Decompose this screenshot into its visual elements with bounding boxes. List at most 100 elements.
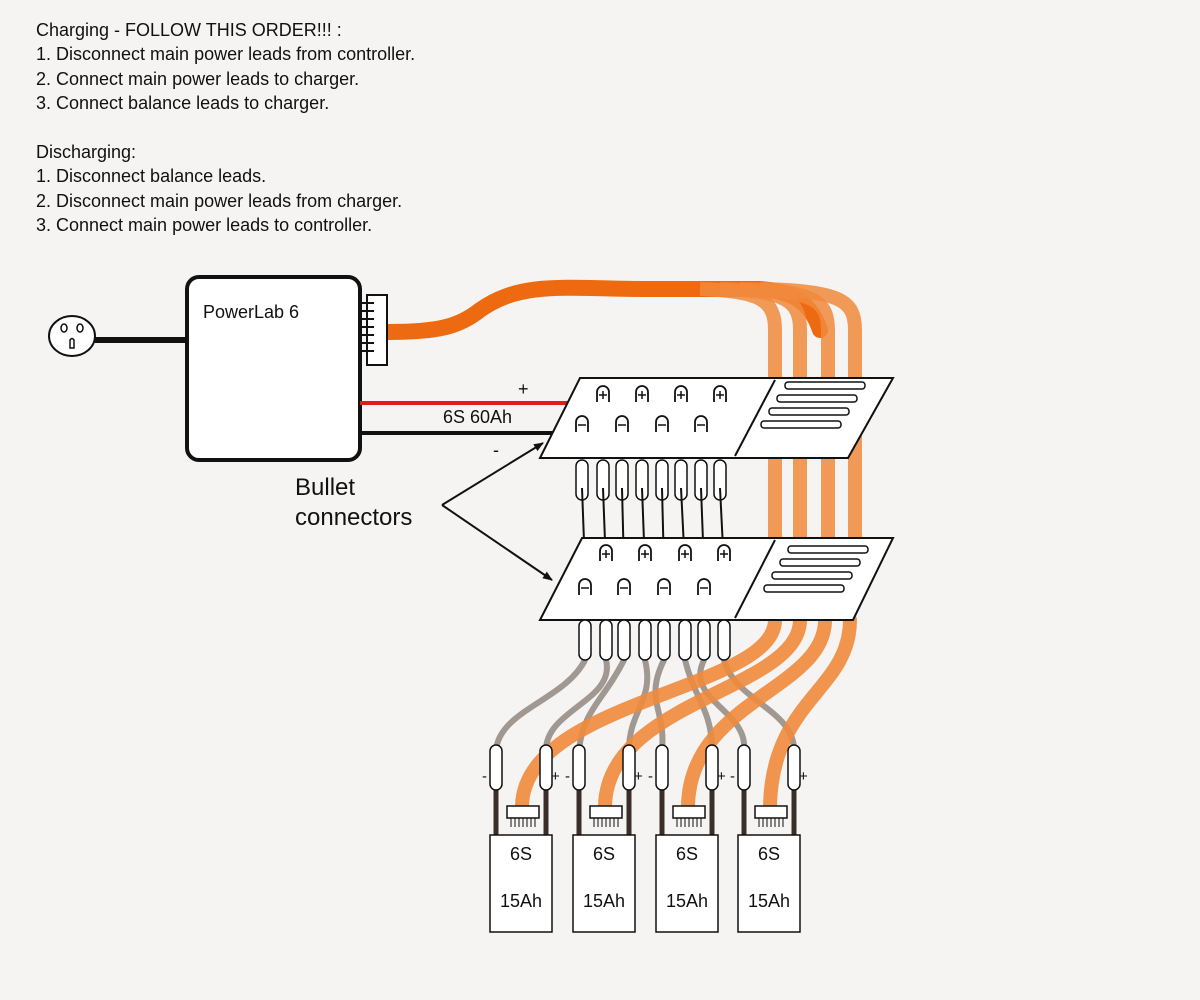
lower-board-pins xyxy=(578,619,731,661)
bullet-shell xyxy=(575,415,589,432)
upper-board-divider xyxy=(734,379,776,457)
discharging-step-1: 1. Disconnect balance leads. xyxy=(36,166,267,187)
bullet-shell xyxy=(657,578,671,595)
battery-body xyxy=(655,834,719,933)
callout-line-2: connectors xyxy=(295,504,412,531)
battery-body xyxy=(737,834,801,933)
bullet-connector xyxy=(697,578,711,595)
bullet-connector xyxy=(657,578,671,595)
charger-balance-port xyxy=(362,294,388,366)
battery-capacity-label: 15Ah xyxy=(583,891,625,911)
bullet-connector xyxy=(578,578,592,595)
bullet-connector xyxy=(575,415,589,432)
battery-cells-label: 6S xyxy=(510,844,532,864)
balance-lead xyxy=(759,282,862,542)
pack-minus-label: - xyxy=(493,440,499,460)
bullet-pin xyxy=(638,619,652,661)
balance-slot xyxy=(776,394,858,403)
charging-title: Charging - FOLLOW THIS ORDER!!! : xyxy=(36,20,342,40)
battery-bullet-negative xyxy=(489,744,503,791)
balance-slot xyxy=(768,407,850,416)
pack-label: 6S 60Ah xyxy=(443,407,512,427)
discharging-title: Discharging: xyxy=(36,141,137,162)
battery-body xyxy=(572,834,636,933)
callout-arrow-upper xyxy=(441,442,544,506)
charging-step-1: 1. Disconnect main power leads from cont… xyxy=(36,44,416,65)
bullet-pin xyxy=(599,619,613,661)
battery-balance-plug xyxy=(754,805,788,819)
battery-pack: 6S 15Ah - + xyxy=(730,744,808,933)
battery-cells-label: 6S xyxy=(593,844,615,864)
battery-bullet-negative xyxy=(655,744,669,791)
bullet-connector xyxy=(617,578,631,595)
battery-balance-lead xyxy=(763,613,857,813)
callout-arrow-lower xyxy=(441,504,553,581)
battery-cells-label: 6S xyxy=(758,844,780,864)
upper-balance-slots xyxy=(760,381,866,429)
charger-box xyxy=(185,275,362,462)
battery-capacity-label: 15Ah xyxy=(666,891,708,911)
bullet-connector xyxy=(678,544,692,561)
charging-step-3: 3. Connect balance leads to charger. xyxy=(36,93,330,114)
charging-step-2: 2. Connect main power leads to charger. xyxy=(36,68,360,89)
instructions-text: Charging - FOLLOW THIS ORDER!!! : 1. Dis… xyxy=(36,18,415,238)
battery-bullet-negative xyxy=(572,744,586,791)
balance-slot xyxy=(760,420,842,429)
balance-slot xyxy=(779,558,861,567)
bullet-connector xyxy=(717,544,731,561)
lower-bullet-connectors xyxy=(578,544,731,595)
bullet-shell xyxy=(655,415,669,432)
battery-balance-plug xyxy=(506,805,540,819)
battery-negative-lead xyxy=(493,657,588,753)
battery-balance-leads xyxy=(515,613,857,813)
charger-label: PowerLab 6 xyxy=(203,302,299,322)
battery-balance-plug xyxy=(672,805,706,819)
battery-cells-label: 6S xyxy=(676,844,698,864)
battery-balance-plug xyxy=(589,805,623,819)
battery-bullet-positive xyxy=(705,744,719,791)
battery-balance-lead xyxy=(515,613,782,813)
bullet-connector xyxy=(635,385,649,402)
lower-board-divider xyxy=(734,539,776,619)
bullet-connector xyxy=(694,415,708,432)
battery-bullet-negative xyxy=(737,744,751,791)
bullet-pin xyxy=(717,619,731,661)
battery-capacity-label: 15Ah xyxy=(500,891,542,911)
balance-lead xyxy=(699,282,782,548)
battery-plus-label: + xyxy=(799,768,808,785)
bullet-shell xyxy=(617,578,631,595)
battery-plus-label: + xyxy=(551,768,560,785)
bullet-shell xyxy=(578,578,592,595)
bullet-connector xyxy=(615,415,629,432)
battery-minus-label: - xyxy=(730,768,735,785)
callout-line-1: Bullet xyxy=(295,474,355,501)
pack-plus-label: + xyxy=(518,379,529,399)
bullet-pin xyxy=(678,619,692,661)
upper-board-pins xyxy=(575,459,727,501)
battery-capacity-label: 15Ah xyxy=(748,891,790,911)
bullet-connector xyxy=(638,544,652,561)
bullet-shell xyxy=(615,415,629,432)
bullet-pin xyxy=(657,619,671,661)
battery-balance-lead xyxy=(598,613,807,813)
battery-minus-label: - xyxy=(565,768,570,785)
battery-balance-lead xyxy=(681,613,832,813)
balance-slot xyxy=(787,545,869,554)
bullet-shell xyxy=(694,415,708,432)
lower-balance-slots xyxy=(763,545,869,593)
balance-leads-charger xyxy=(380,279,862,548)
battery-bullet-positive xyxy=(787,744,801,791)
bullet-connector xyxy=(713,385,727,402)
bullet-pin xyxy=(697,619,711,661)
battery-positive-lead xyxy=(543,657,610,753)
wall-plug-icon xyxy=(48,315,96,357)
battery-bullet-positive xyxy=(539,744,553,791)
battery-minus-label: - xyxy=(648,768,653,785)
bullet-pin xyxy=(617,619,631,661)
discharging-step-2: 2. Disconnect main power leads from char… xyxy=(36,190,403,211)
